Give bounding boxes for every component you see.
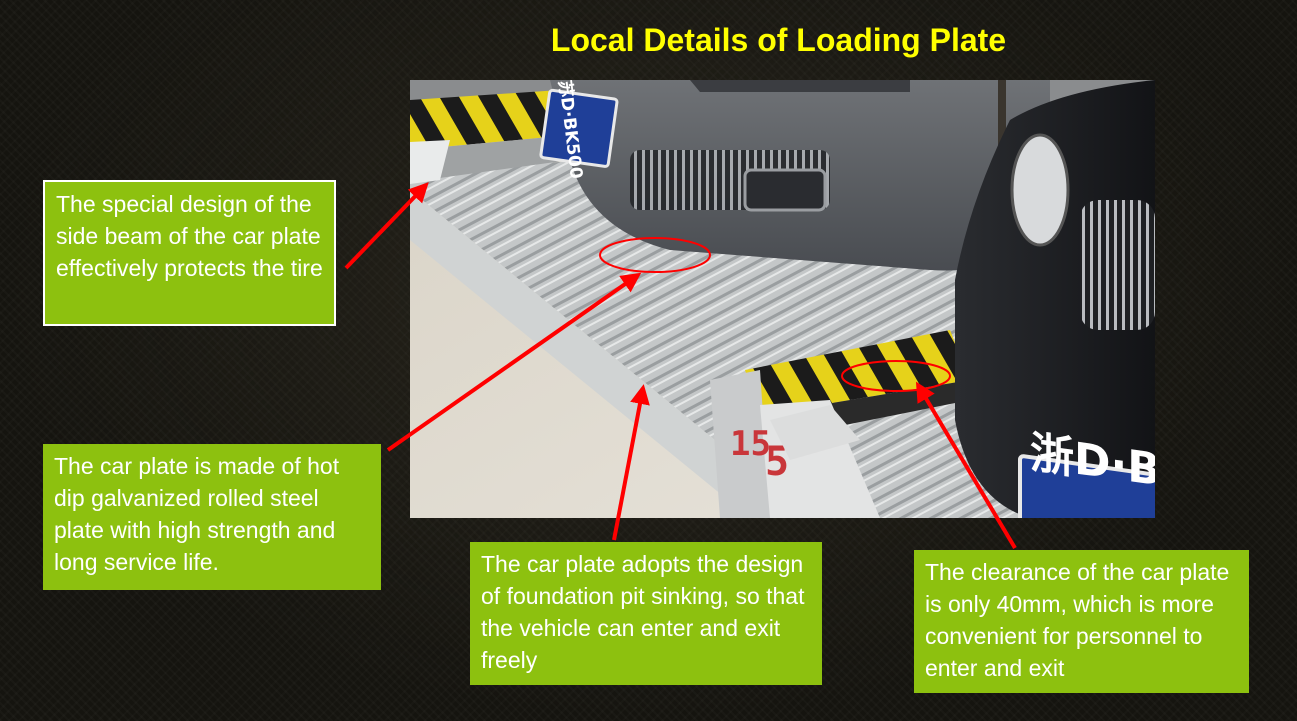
callout-side-beam: The special design of the side beam of t… <box>43 180 336 326</box>
loading-plate-photo: 苏D·BK500 15 5 浙D·B8 <box>410 80 1155 518</box>
callout-clearance: The clearance of the car plate is only 4… <box>914 550 1249 693</box>
plate-number-15: 15 <box>730 424 771 464</box>
slide-title: Local Details of Loading Plate <box>550 22 1007 58</box>
callout-galvanized-steel: The car plate is made of hot dip galvani… <box>43 444 381 590</box>
callout-foundation-pit: The car plate adopts the design of found… <box>470 542 822 685</box>
